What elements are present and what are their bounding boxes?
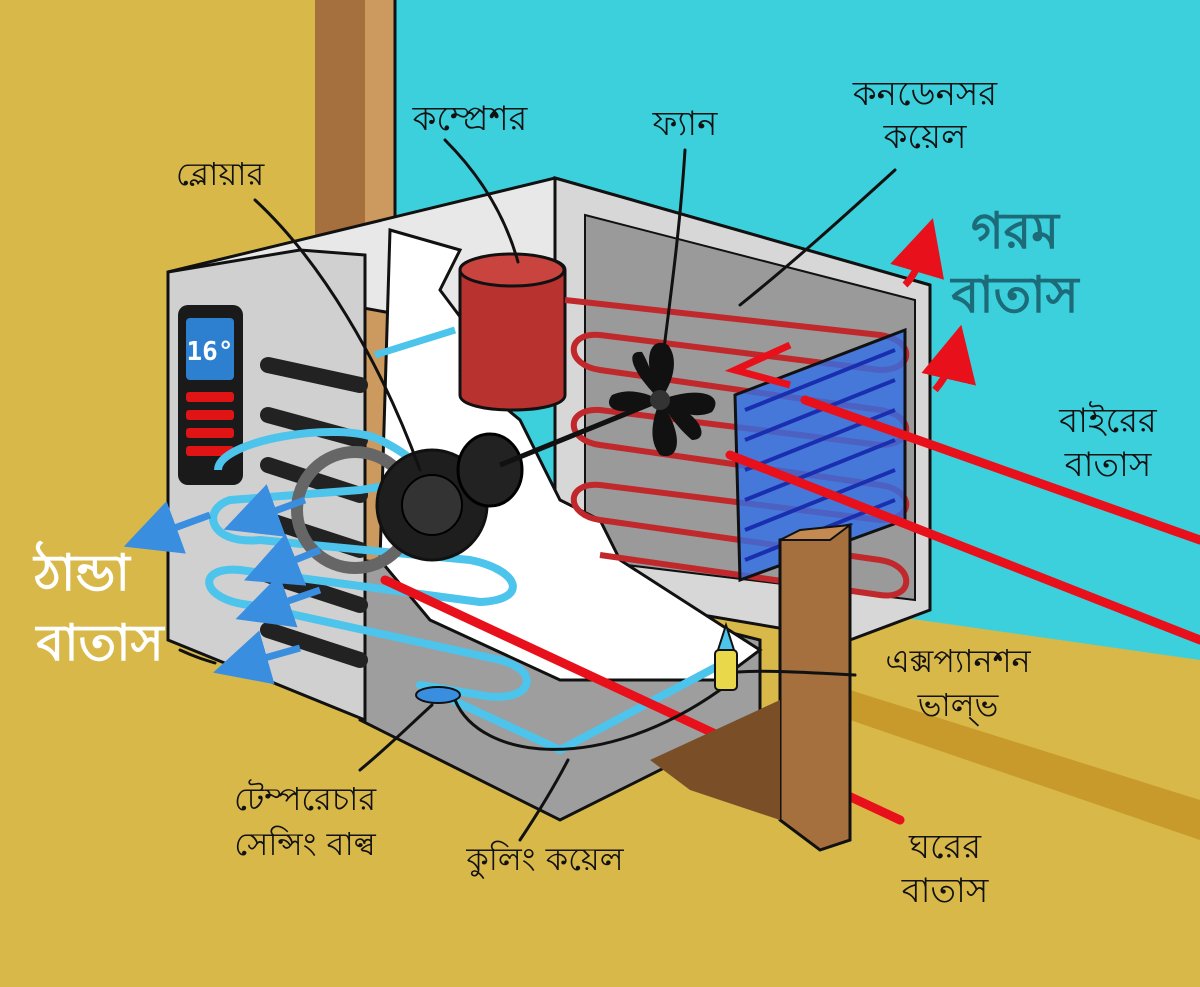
valve-tip xyxy=(716,621,736,651)
label-hot-air-line2: বাতাস xyxy=(949,266,1080,324)
motor-shaft xyxy=(499,397,661,468)
wall-bottom-wedge xyxy=(850,540,1200,660)
label-cold-air-line2: বাতাস xyxy=(34,614,165,672)
support-post-shadow xyxy=(650,700,780,820)
hot-air-arrow-top xyxy=(890,218,944,288)
label-temp-bulb-line2: সেন্সিং বাল্ব xyxy=(234,825,376,863)
window-sill-shadow xyxy=(850,690,1200,840)
label-room-air-line2: বাতাস xyxy=(901,871,989,911)
label-blower: ব্লোয়ার xyxy=(176,155,266,193)
support-post xyxy=(778,523,852,852)
label-expansion-line2: ভাল্ভ xyxy=(917,686,1000,726)
outside-air-flow xyxy=(725,395,1200,645)
coil-inlet-pipe xyxy=(373,326,457,359)
temperature-readout: 16° xyxy=(187,337,234,367)
hot-air-arrow-inner xyxy=(724,341,792,389)
condenser-fan xyxy=(608,342,716,457)
temperature-screen xyxy=(186,318,234,380)
blower-hub xyxy=(401,474,463,536)
cooling-coil xyxy=(205,427,722,754)
leader-lines xyxy=(178,138,897,842)
cold-air-arrows xyxy=(123,484,322,685)
capillary-tube xyxy=(453,688,721,751)
display-red-bars xyxy=(186,392,234,456)
blower-motor xyxy=(456,432,524,508)
label-room-air-line1: ঘরের xyxy=(908,827,982,867)
label-outside-air-line2: বাতাস xyxy=(1064,445,1152,485)
expansion-valve xyxy=(714,649,738,691)
label-condenser-line1: কনডেনসর xyxy=(852,74,999,114)
label-outside-air-line1: বাইরের xyxy=(1058,401,1158,441)
label-hot-air-line1: গরম xyxy=(971,202,1061,260)
support-post-side xyxy=(779,523,854,541)
temperature-bulb xyxy=(415,686,461,704)
compressor-top xyxy=(458,252,566,288)
label-cold-air-line1: ঠান্ডা xyxy=(32,540,131,602)
label-fan: ফ্যান xyxy=(652,104,719,144)
hot-air-arrow-mid xyxy=(921,324,976,393)
label-cooling-coil: কুলিং কয়েল xyxy=(465,840,624,879)
label-expansion-line1: এক্সপ্যানশন xyxy=(885,642,1031,680)
label-compressor: কম্প্রেশর xyxy=(412,99,529,139)
condenser-coil xyxy=(564,297,910,599)
label-temp-bulb-line1: টেম্পরেচার xyxy=(234,779,378,818)
label-condenser-line2: কয়েল xyxy=(883,117,967,157)
